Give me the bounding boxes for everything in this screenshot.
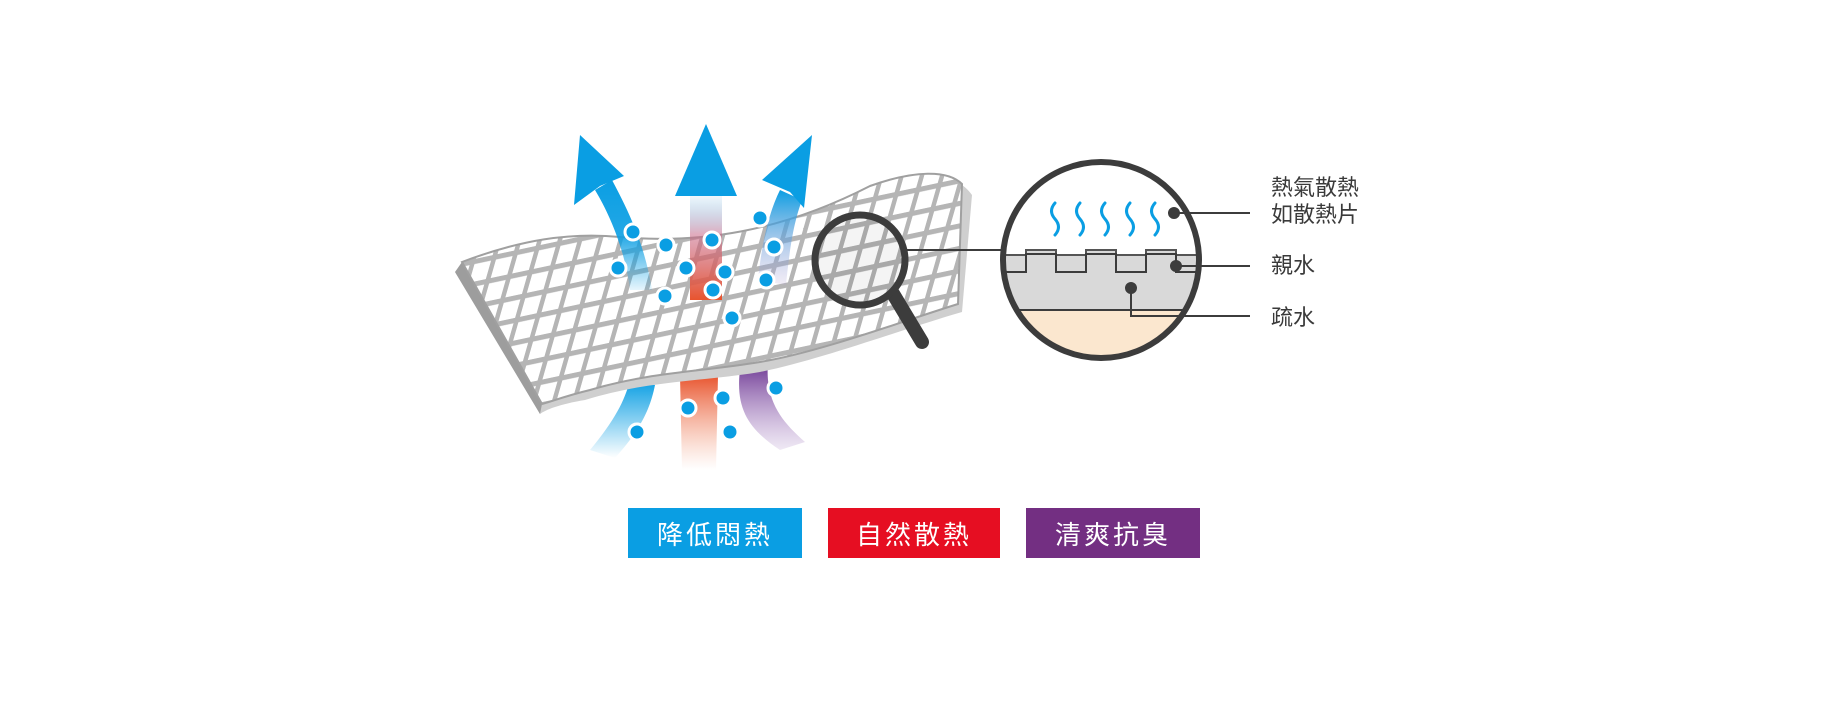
- callout-hydrophobic: 疏水: [1271, 306, 1315, 331]
- incoming-blue-stream: [590, 380, 655, 458]
- fabric-profile: [1003, 253, 1199, 273]
- moisture-dots: [608, 208, 786, 442]
- callout-heat-dissipation-line1: 熱氣散熱: [1271, 176, 1359, 201]
- callout-heat-dissipation-line2: 如散熱片: [1271, 203, 1359, 228]
- magnifier-icon: [811, 211, 929, 349]
- arrow-left-head: [574, 135, 624, 205]
- cross-section-zoom: [1000, 159, 1202, 361]
- badge-natural-cooling: 自然散熱: [828, 508, 1000, 558]
- arrow-center-head: [675, 124, 737, 196]
- badge-reduce-stuffiness: 降低悶熱: [628, 508, 802, 558]
- arrow-right-head: [762, 135, 812, 208]
- arrow-left-shaft: [595, 180, 652, 290]
- callout-leaders: [1125, 207, 1250, 317]
- heat-waves: [1050, 201, 1160, 237]
- fabric-side: [455, 262, 542, 414]
- fabric-cross-section: [1003, 249, 1199, 311]
- badge-fresh-anti-odor: 清爽抗臭: [1026, 508, 1200, 558]
- incoming-red-stream: [680, 375, 718, 470]
- feature-badges: 降低悶熱 自然散熱 清爽抗臭: [628, 508, 1200, 558]
- arrow-right-shaft: [758, 190, 802, 285]
- incoming-streams: [590, 362, 805, 470]
- callout-hydrophilic: 親水: [1271, 254, 1315, 279]
- incoming-purple-stream: [739, 362, 805, 450]
